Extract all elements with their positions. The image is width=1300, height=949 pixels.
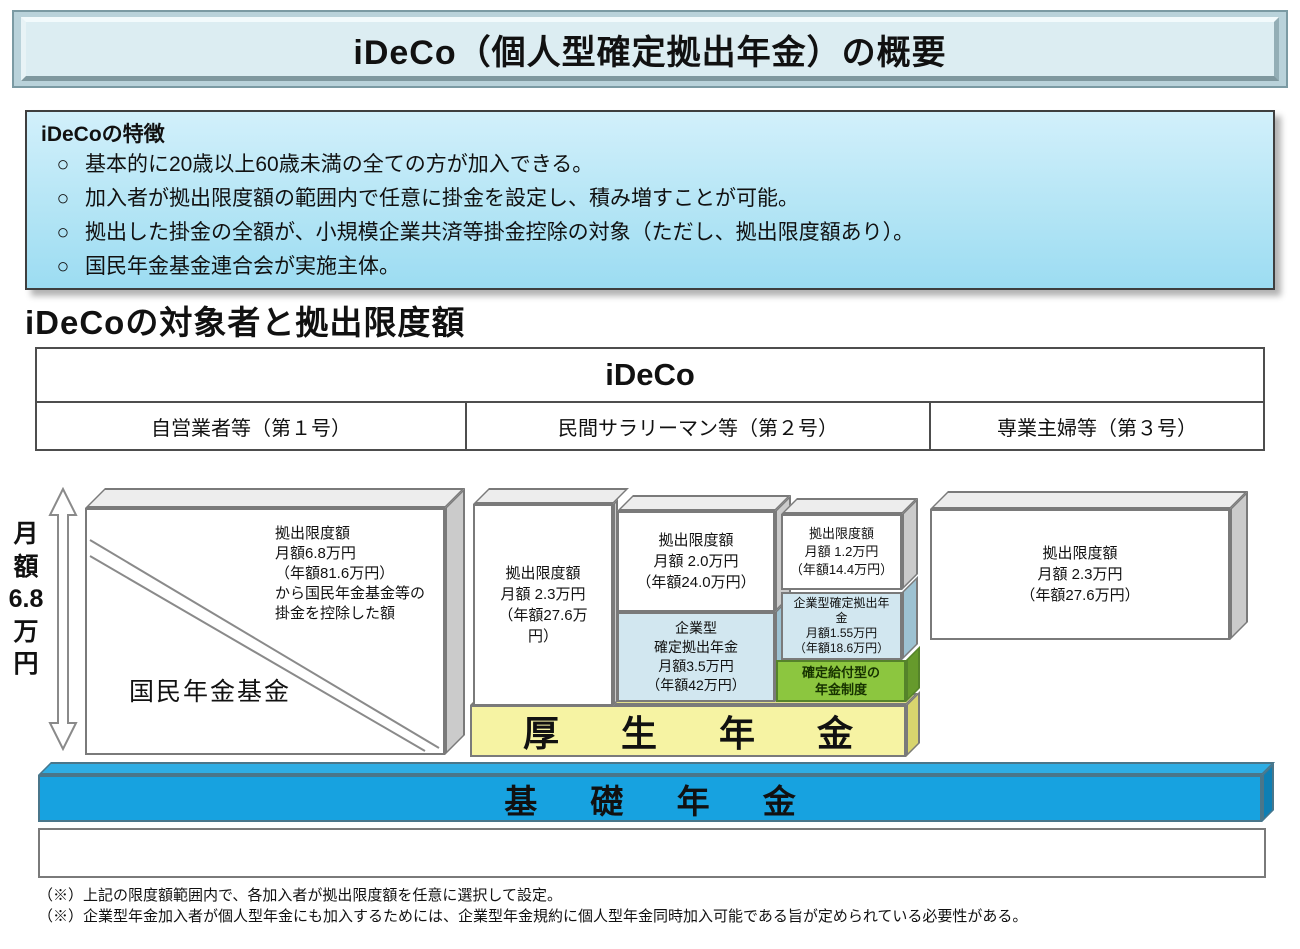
limit-text: 拠出限度額 月額 2.3万円 （年額27.6万円） <box>1020 545 1140 604</box>
features-panel: iDeCoの特徴 ○ 基本的に20歳以上60歳未満の全ての方が加入できる。 ○ … <box>25 110 1275 290</box>
feature-text: 加入者が拠出限度額の範囲内で任意に掛金を設定し、積み増すことが可能。 <box>85 187 799 210</box>
kokumin-nenkin-kikin-label: 国民年金基金 <box>129 678 292 706</box>
defined-benefit-box: 確定給付型の 年金制度 <box>776 646 920 702</box>
limit-text: 拠出限度額 月額 2.0万円 （年額24.0万円） <box>636 532 756 591</box>
box-side-face <box>445 488 465 755</box>
box-top-face <box>85 488 465 508</box>
circle-bullet-icon: ○ <box>56 255 70 278</box>
kiso-nenkin-bar: 基 礎 年 金 <box>38 762 1275 822</box>
table-row: 自営業者等（第１号） 民間サラリーマン等（第２号） 専業主婦等（第３号） <box>37 403 1263 449</box>
limit-box-housewife: 拠出限度額 月額 2.3万円 （年額27.6万円） <box>930 491 1248 640</box>
limit-box-1-2: 拠出限度額 月額 1.2万円 （年額14.4万円） <box>781 498 918 590</box>
limit-text-self-employed: 拠出限度額 月額6.8万円 （年額81.6万円） から国民年金基金等の 掛金を控… <box>275 525 426 622</box>
feature-item: ○ 拠出した掛金の全額が、小規模企業共済等掛金控除の対象（ただし、拠出限度額あり… <box>41 216 1259 250</box>
footnotes: （※）上記の限度額範囲内で、各加入者が拠出限度額を任意に選択して設定。 （※）企… <box>38 885 1027 927</box>
feature-item: ○ 加入者が拠出限度額の範囲内で任意に掛金を設定し、積み増すことが可能。 <box>41 182 1259 216</box>
footnote-line: （※）上記の限度額範囲内で、各加入者が拠出限度額を任意に選択して設定。 <box>38 887 562 904</box>
corporate-dc-text: 企業型 確定拠出年金 月額3.5万円 （年額42万円） <box>646 620 746 693</box>
box-top-face <box>617 495 791 511</box>
box-side-face <box>902 576 918 660</box>
page-title: iDeCo（個人型確定拠出年金）の概要 <box>21 17 1279 81</box>
limit-box-2-0: 拠出限度額 月額 2.0万円 （年額24.0万円） <box>617 495 791 612</box>
double-arrow-icon <box>48 487 78 751</box>
base-empty-bar <box>38 828 1266 878</box>
circle-bullet-icon: ○ <box>56 153 70 176</box>
table-cell-category2: 民間サラリーマン等（第２号） <box>465 403 929 449</box>
limit-text: 拠出限度額 月額 2.3万円 （年額27.6万 円） <box>498 565 588 645</box>
corporate-dc-text: 企業型確定拠出年 金 月額1.55万円 （年額18.6万円） <box>793 596 890 655</box>
kiso-nenkin-label: 基 礎 年 金 <box>504 782 818 820</box>
kosei-nenkin-label: 厚 生 年 金 <box>522 713 879 754</box>
diagonal-split-lines <box>89 539 440 752</box>
corporate-dc-box-3-5: 企業型 確定拠出年金 月額3.5万円 （年額42万円） <box>617 596 791 702</box>
ideco-table: iDeCo 自営業者等（第１号） 民間サラリーマン等（第２号） 専業主婦等（第３… <box>35 347 1265 451</box>
self-employed-box: 拠出限度額 月額6.8万円 （年額81.6万円） から国民年金基金等の 掛金を控… <box>85 488 465 755</box>
bar-face <box>38 828 1266 878</box>
footnote-line: （※）企業型年金加入者が個人型年金にも加入するためには、企業型年金規約に個人型年… <box>38 908 1028 925</box>
box-top-face <box>930 491 1248 509</box>
bar-side-face <box>1262 763 1274 822</box>
bar-top-face <box>38 762 1275 775</box>
table-cell-category3: 専業主婦等（第３号） <box>929 403 1263 449</box>
title-banner: iDeCo（個人型確定拠出年金）の概要 <box>12 10 1288 88</box>
feature-item: ○ 基本的に20歳以上60歳未満の全ての方が加入できる。 <box>41 148 1259 182</box>
defined-benefit-text: 確定給付型の 年金制度 <box>801 665 880 697</box>
feature-text: 国民年金基金連合会が実施主体。 <box>85 255 400 278</box>
box-face: 拠出限度額 月額6.8万円 （年額81.6万円） から国民年金基金等の 掛金を控… <box>85 508 445 755</box>
circle-bullet-icon: ○ <box>56 187 70 210</box>
circle-bullet-icon: ○ <box>56 221 70 244</box>
box-top-face <box>473 488 629 504</box>
limit-text: 拠出限度額 月額 1.2万円 （年額14.4万円） <box>789 526 894 577</box>
corporate-dc-box-1-55: 企業型確定拠出年 金 月額1.55万円 （年額18.6万円） <box>781 576 918 660</box>
limit-box-2-3: 拠出限度額 月額 2.3万円 （年額27.6万 円） <box>473 488 629 706</box>
feature-text: 基本的に20歳以上60歳未満の全ての方が加入できる。 <box>85 153 594 176</box>
kosei-nenkin-bar: 厚 生 年 金 <box>470 691 920 757</box>
features-heading: iDeCoの特徴 <box>41 123 165 146</box>
feature-text: 拠出した掛金の全額が、小規模企業共済等掛金控除の対象（ただし、拠出限度額あり）。 <box>85 221 915 244</box>
table-header: iDeCo <box>37 349 1263 403</box>
box-top-face <box>781 498 918 514</box>
monthly-limit-axis-label: 月 額 6.8 万 円 <box>8 520 44 678</box>
table-cell-category1: 自営業者等（第１号） <box>151 417 351 440</box>
box-side-face <box>902 498 918 590</box>
box-side-face <box>1230 491 1248 640</box>
section-heading: iDeCoの対象者と拠出限度額 <box>25 304 466 341</box>
feature-item: ○ 国民年金基金連合会が実施主体。 <box>41 250 1259 284</box>
